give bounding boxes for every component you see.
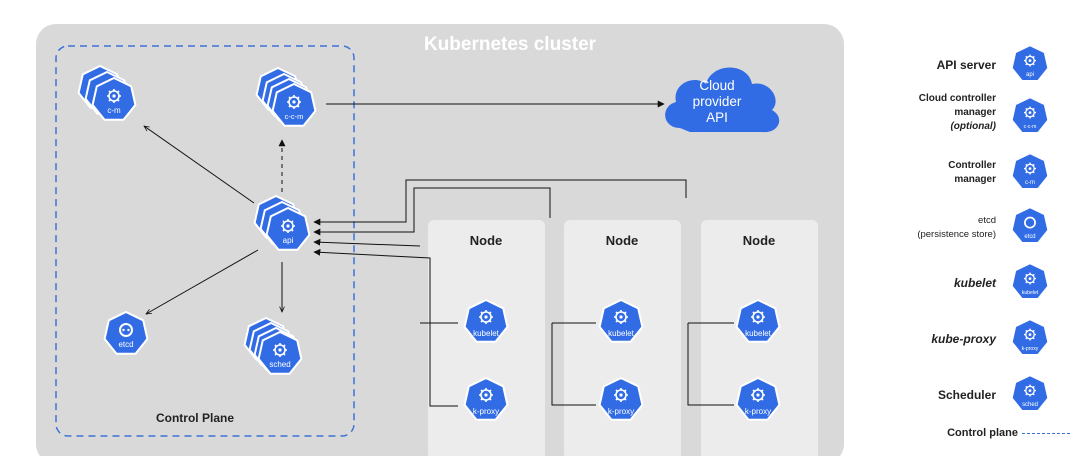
node1-kproxy-icon: k-proxy [463, 377, 509, 421]
legend-ccm-icon: c-c-m [1010, 96, 1050, 134]
api-label: api [283, 236, 294, 245]
legend-control-plane: Control plane [947, 427, 1070, 439]
cloud-line-2: provider [692, 94, 742, 109]
legend-etcd-line1: etcd [978, 215, 996, 226]
ccm-label: c-c-m [285, 112, 304, 121]
control-plane-label: Control Plane [155, 411, 234, 425]
legend-control-plane-label: Control plane [947, 427, 1018, 439]
cloud-provider-api-label: Cloud provider API [672, 78, 762, 126]
legend-api-icon-label: api [1026, 72, 1034, 78]
legend-cm: Controller manager [948, 159, 996, 187]
kubelet-link-2 [551, 322, 596, 406]
legend-etcd-icon: etcd [1010, 206, 1050, 244]
legend-kproxy-icon: k-proxy [1010, 318, 1050, 356]
node1-title: Node [469, 233, 503, 248]
legend-kubelet-icon: kubelet [1010, 262, 1050, 300]
api-to-cm-arrow [144, 126, 255, 204]
cloud-provider-api-shape [665, 67, 780, 133]
scheduler-icon: sched [243, 317, 303, 375]
etcd-icon: etcd [103, 311, 149, 355]
legend-cm-icon: c-m [1010, 152, 1050, 190]
node1-to-api-line [313, 238, 421, 247]
control-plane-boundary [55, 45, 355, 437]
node3-to-api-line [313, 179, 687, 226]
legend-ccm: Cloud controller manager (optional) [919, 92, 996, 134]
legend-ccm-icon-label: c-c-m [1024, 124, 1037, 130]
etcd-label: etcd [118, 340, 133, 349]
node2-kproxy-label: k-proxy [608, 407, 634, 416]
node1-kproxy-label: k-proxy [473, 407, 499, 416]
legend-kubelet: kubelet [953, 276, 996, 290]
node1-kubelet-label: kubelet [473, 329, 500, 338]
legend-api-server: API server [936, 58, 996, 72]
api-to-etcd-arrow [146, 249, 259, 314]
connection-lines [144, 100, 734, 407]
node2-title: Node [605, 233, 639, 248]
legend-etcd-icon-label: etcd [1024, 234, 1035, 240]
node2-to-api-line [313, 187, 551, 236]
legend-ccm-line3: (optional) [950, 121, 996, 132]
sched-label: sched [269, 360, 290, 369]
node3-kubelet-icon: kubelet [735, 299, 781, 343]
legend-cm-line1: Controller [948, 160, 996, 171]
api-server-icon: api [253, 195, 311, 251]
legend-kproxy-icon-label: k-proxy [1022, 346, 1039, 352]
cm-label: c-m [107, 106, 121, 115]
node3-kproxy-icon: k-proxy [735, 377, 781, 421]
cloud-line-3: API [706, 110, 728, 125]
legend-sched-icon-label: sched [1022, 402, 1038, 408]
legend-sched-icon: sched [1010, 374, 1050, 412]
legend-etcd-line2: (persistence store) [917, 229, 996, 240]
kproxy1-to-api-line [313, 248, 458, 407]
node1-kubelet-icon: kubelet [463, 299, 509, 343]
node2-kubelet-label: kubelet [608, 329, 635, 338]
node3-title: Node [742, 233, 776, 248]
node3-kubelet-label: kubelet [745, 329, 772, 338]
ccm-icon: c-c-m [255, 67, 317, 127]
node2-kproxy-icon: k-proxy [598, 377, 644, 421]
legend-dash-line [1022, 433, 1070, 434]
legend-etcd: etcd (persistence store) [917, 214, 996, 242]
legend-ccm-line2: manager [954, 107, 996, 118]
legend-cm-line2: manager [954, 174, 996, 185]
cluster-title: Kubernetes cluster [423, 34, 597, 55]
legend-api-icon: api [1010, 44, 1050, 82]
cm-icon: c-m [77, 65, 137, 121]
node2-kubelet-icon: kubelet [598, 299, 644, 343]
legend-kube-proxy: kube-proxy [931, 332, 996, 346]
node3-kproxy-label: k-proxy [745, 407, 771, 416]
legend-cm-icon-label: c-m [1025, 180, 1035, 186]
legend-ccm-line1: Cloud controller [918, 93, 996, 104]
cloud-line-1: Cloud [699, 78, 735, 93]
kubelet-link-3 [687, 322, 734, 406]
legend-scheduler: Scheduler [937, 388, 996, 402]
legend-kubelet-icon-label: kubelet [1022, 290, 1039, 296]
